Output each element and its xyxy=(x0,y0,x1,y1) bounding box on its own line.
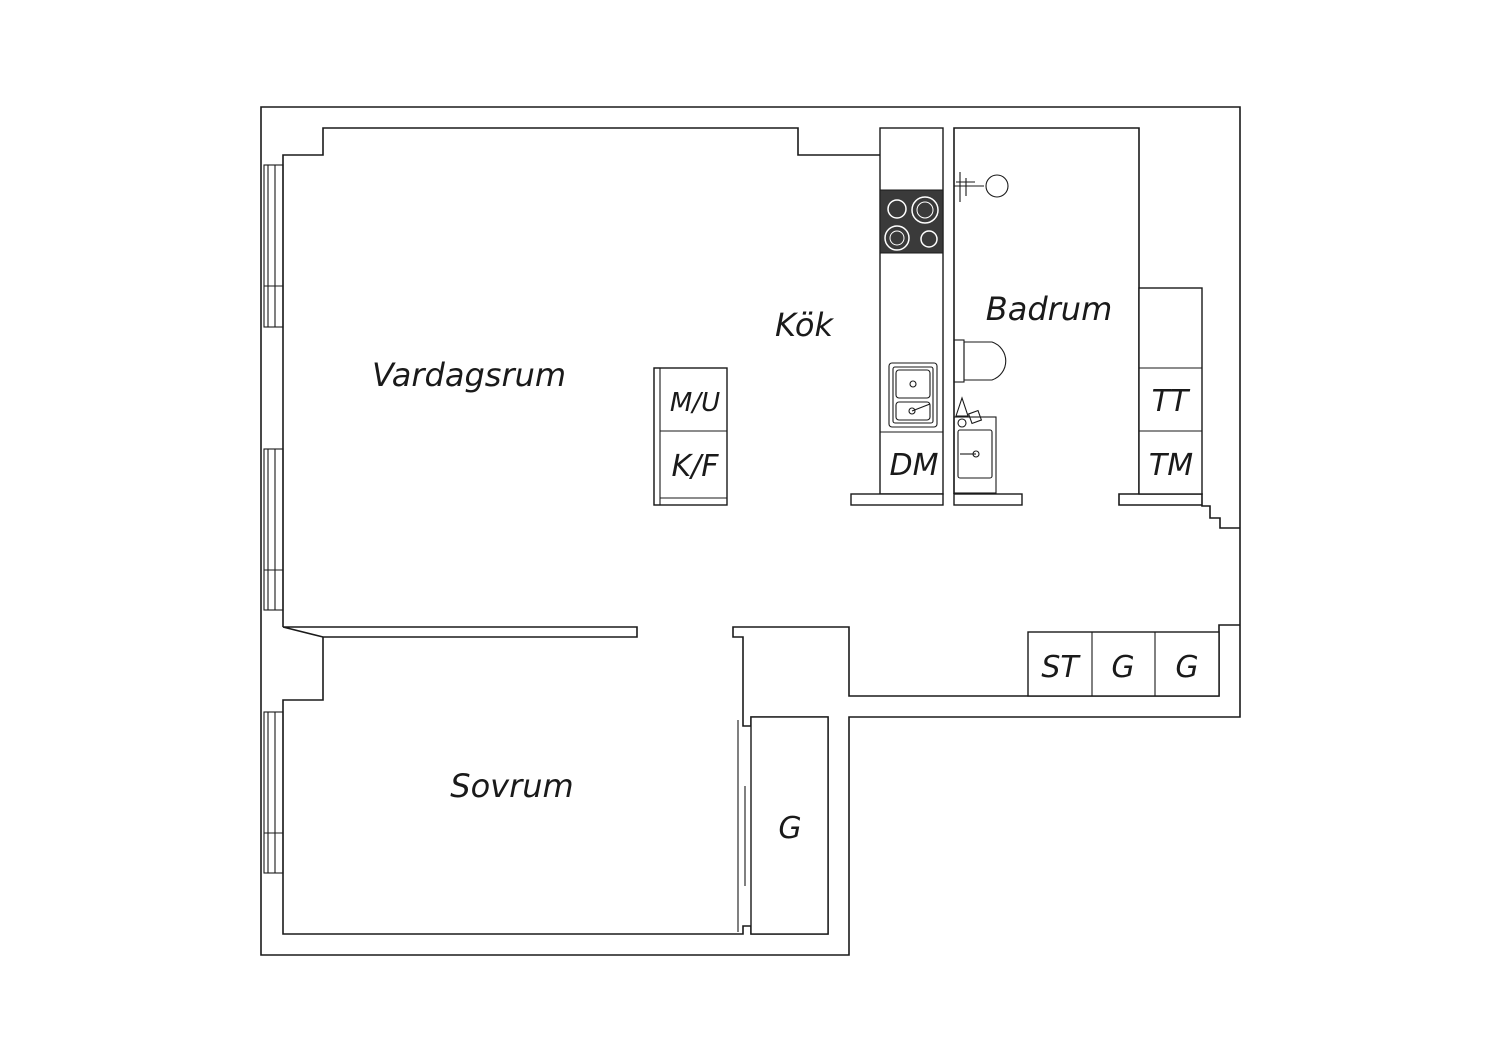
kitchen-sink-icon xyxy=(888,362,938,428)
label-st: ST xyxy=(1041,650,1081,685)
outer-wall xyxy=(260,106,1241,956)
label-dm: DM xyxy=(890,448,939,483)
label-g-closet: G xyxy=(778,811,801,846)
room-label-kok: Kök xyxy=(775,306,834,344)
toilet-icon xyxy=(953,339,1007,383)
washbasin-icon xyxy=(953,396,997,494)
partition-wall xyxy=(282,626,638,638)
hob-icon xyxy=(879,189,944,254)
window-living-bottom xyxy=(263,448,284,611)
room-label-vardagsrum: Vardagsrum xyxy=(372,356,566,394)
label-mu: M/U xyxy=(670,388,720,418)
room-label-badrum: Badrum xyxy=(986,290,1112,328)
living-room-wall xyxy=(282,127,880,627)
bedroom-closet xyxy=(737,716,829,935)
label-g-hall-2: G xyxy=(1175,650,1198,685)
hall-step-wall xyxy=(1118,493,1240,529)
shower-icon xyxy=(954,172,1009,202)
fridge-freezer-unit xyxy=(653,367,728,506)
label-kf: K/F xyxy=(671,449,719,484)
room-label-sovrum: Sovrum xyxy=(450,767,573,805)
label-g-hall-1: G xyxy=(1111,650,1134,685)
label-tm: TM xyxy=(1149,448,1193,483)
window-living-top xyxy=(263,164,284,328)
laundry-cabinet xyxy=(1138,287,1203,495)
label-tt: TT xyxy=(1152,384,1191,419)
kitchen-counter xyxy=(850,127,944,506)
window-bedroom xyxy=(263,711,284,874)
hall-cabinets xyxy=(1027,631,1220,697)
